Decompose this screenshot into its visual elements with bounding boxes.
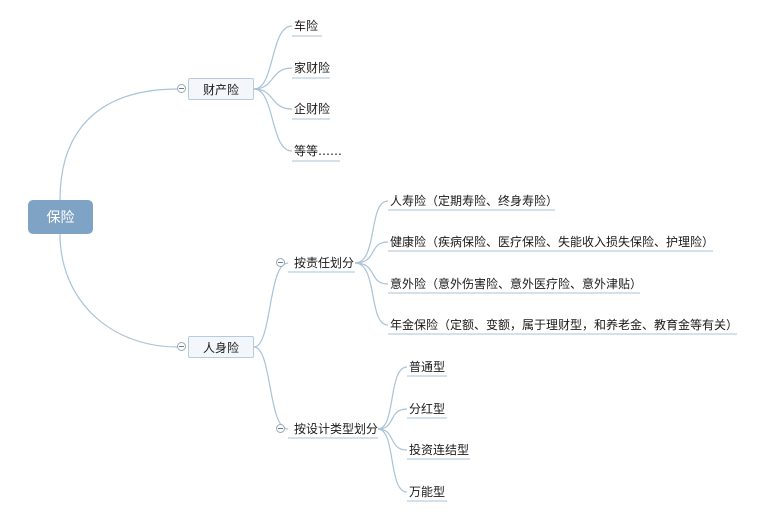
connector-liability-3: [354, 262, 389, 285]
connector-liability-4: [354, 262, 389, 326]
node-by-design[interactable]: 按设计类型划分: [294, 422, 379, 436]
node-liability-child-4[interactable]: 年金保险（定额、变额，属于理财型，和养老金、教育金等有关）: [390, 318, 739, 332]
node-property-child-4[interactable]: 等等……: [294, 144, 343, 158]
node-personal[interactable]: 人身险: [188, 336, 254, 358]
node-liability-child-3[interactable]: 意外险（意外伤害险、意外医疗险、意外津贴）: [390, 277, 643, 291]
connector-design-1: [377, 366, 408, 430]
collapse-personal-icon[interactable]: [177, 342, 186, 351]
connector-root-personal: [59, 233, 179, 348]
connector-property-3: [253, 88, 293, 110]
collapse-property-icon[interactable]: [177, 84, 186, 93]
node-design-child-3[interactable]: 投资连结型: [409, 443, 470, 457]
node-property-child-2[interactable]: 家财险: [294, 61, 331, 75]
node-design-child-4[interactable]: 万能型: [409, 485, 446, 499]
connector-root-property: [59, 88, 179, 201]
node-design-child-1[interactable]: 普通型: [409, 360, 446, 374]
root-node[interactable]: 保险: [28, 200, 93, 234]
connector-liability-2: [354, 241, 389, 264]
connector-design-3: [377, 428, 408, 451]
node-property-child-3[interactable]: 企财险: [294, 102, 331, 116]
collapse-liability-icon[interactable]: [276, 258, 285, 267]
connector-liability-1: [354, 200, 389, 264]
connector-design-4: [377, 428, 408, 493]
node-property[interactable]: 财产险: [188, 78, 254, 100]
collapse-design-icon[interactable]: [276, 424, 285, 433]
node-by-liability[interactable]: 按责任划分: [294, 256, 355, 270]
connector-property-2: [253, 67, 293, 90]
connector-property-4: [253, 88, 293, 152]
node-liability-child-2[interactable]: 健康险（疾病保险、医疗保险、失能收入损失保险、护理险）: [390, 235, 715, 249]
connector-personal-design: [253, 346, 289, 430]
connector-property-1: [253, 25, 293, 90]
connector-personal-liability: [253, 262, 289, 348]
connector-design-2: [377, 408, 408, 430]
node-property-child-1[interactable]: 车险: [294, 19, 319, 33]
node-liability-child-1[interactable]: 人寿险（定期寿险、终身寿险）: [390, 194, 559, 208]
node-design-child-2[interactable]: 分红型: [409, 402, 446, 416]
